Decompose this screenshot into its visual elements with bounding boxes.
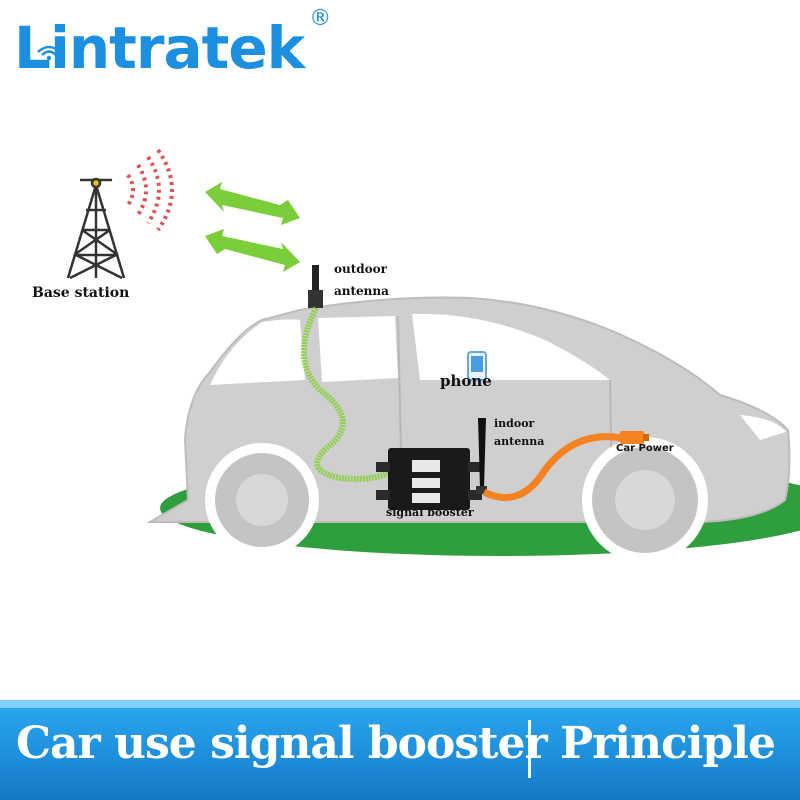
banner-separator: [528, 720, 531, 778]
indoor-antenna-icon: [476, 418, 487, 494]
phone-icon: [467, 351, 487, 381]
outdoor-antenna-icon: [308, 265, 323, 308]
wifi-icon: [36, 2, 62, 61]
car-power-plug-icon: [620, 431, 649, 444]
banner-highlight-strip: [0, 700, 800, 708]
banner-subtitle: Principle: [560, 718, 776, 769]
outdoor-antenna-label-line2: antenna: [334, 284, 389, 298]
signal-arrows-icon: [205, 182, 300, 272]
indoor-antenna-label-line1: indoor: [494, 417, 535, 430]
outdoor-antenna-label-line1: outdoor: [334, 262, 387, 276]
brand-name: Lintratek: [14, 14, 305, 82]
phone-label: phone: [440, 372, 492, 390]
car-power-label: Car Power: [616, 443, 674, 454]
signal-booster-label: signal booster: [386, 506, 474, 519]
tower-icon: [66, 177, 126, 280]
base-station-label: Base station: [32, 285, 130, 301]
signal-waves-icon: [126, 148, 174, 232]
orange-cable: [482, 433, 623, 502]
registered-mark: ®: [309, 6, 331, 31]
brand-logo: Lintratek®: [14, 6, 331, 88]
indoor-antenna-label-line2: antenna: [494, 435, 545, 448]
booster-icon: [376, 448, 482, 510]
green-cable: [301, 306, 398, 482]
front-wheel: [582, 437, 708, 563]
banner-title: Car use signal booster: [16, 718, 548, 769]
rear-wheel: [205, 443, 319, 557]
bottom-banner: Car use signal booster Principle: [0, 700, 800, 800]
